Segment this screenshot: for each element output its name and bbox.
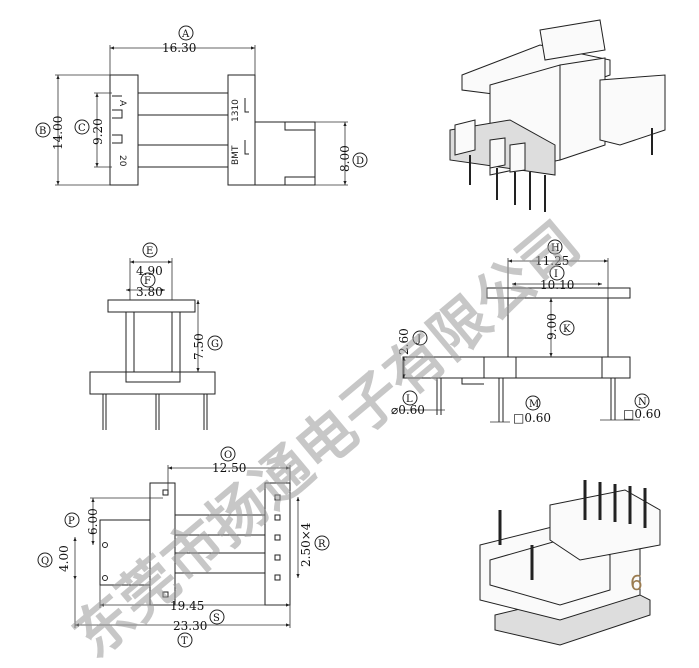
marking-code: 1310 xyxy=(231,99,241,122)
svg-text:C: C xyxy=(78,123,86,134)
dim-f-value: 3.80 xyxy=(136,285,163,299)
svg-text:N: N xyxy=(638,397,647,408)
marking-20: 20 xyxy=(117,155,127,167)
dim-r: R 2.50×4 xyxy=(299,522,330,567)
dim-e-value: 4.90 xyxy=(136,264,163,278)
dim-t-value: 23.30 xyxy=(173,619,207,633)
svg-text:K: K xyxy=(563,324,571,335)
dim-r-value: 2.50×4 xyxy=(299,522,313,567)
dim-f: F3.80 xyxy=(136,272,163,299)
dim-e: E 4.90 xyxy=(136,242,163,278)
dim-a-value: 16.30 xyxy=(162,41,196,55)
isometric-view-bottom xyxy=(479,480,661,646)
svg-text:I: I xyxy=(554,269,558,280)
dim-b-value: 14.00 xyxy=(51,116,65,150)
svg-text:L: L xyxy=(406,394,413,405)
dim-t: T 23.30 xyxy=(173,619,207,648)
dim-s-value: 19.45 xyxy=(170,599,204,613)
svg-text:F: F xyxy=(144,276,151,287)
dim-o-value: 12.50 xyxy=(212,461,246,475)
dim-h-value: 11.25 xyxy=(535,254,569,268)
top-view: A 20 1310 BMT xyxy=(55,45,348,186)
dim-i: I10.10 xyxy=(540,265,574,292)
svg-text:M: M xyxy=(529,399,539,410)
svg-text:O: O xyxy=(224,450,232,461)
dim-d: D 8.00 xyxy=(338,145,368,172)
side-view xyxy=(89,258,216,430)
dim-s: S 19.45 xyxy=(170,599,225,625)
dim-c-value: 9.20 xyxy=(91,118,105,145)
dim-a: A16.30 xyxy=(162,25,196,55)
dim-g: G 7.50 xyxy=(192,333,223,360)
dim-c: C 9.20 xyxy=(74,118,105,145)
isometric-view-top xyxy=(449,19,666,212)
dim-q: Q 4.00 xyxy=(37,545,71,572)
dim-j: J 2.60 xyxy=(397,328,428,355)
dim-n: N□0.60 xyxy=(623,393,661,421)
bottom-view xyxy=(73,465,300,628)
svg-text:J: J xyxy=(416,334,421,345)
dim-d-value: 8.00 xyxy=(338,145,352,172)
svg-text:E: E xyxy=(146,246,153,257)
svg-text:P: P xyxy=(68,516,75,527)
svg-text:R: R xyxy=(318,539,326,550)
dim-n-value: □0.60 xyxy=(623,407,661,421)
svg-text:S: S xyxy=(213,613,220,624)
dim-k: K 9.00 xyxy=(545,313,575,340)
svg-text:Q: Q xyxy=(41,556,49,567)
svg-text:B: B xyxy=(39,126,46,137)
dim-m: M□0.60 xyxy=(513,395,551,425)
dim-b: B 14.00 xyxy=(35,116,65,150)
dim-g-value: 7.50 xyxy=(192,333,206,360)
svg-text:T: T xyxy=(181,636,188,647)
dim-o: O12.50 xyxy=(212,446,246,475)
dim-l: L⌀0.60 xyxy=(391,390,425,417)
dim-l-value: ⌀0.60 xyxy=(391,403,425,417)
svg-text:H: H xyxy=(551,243,560,254)
svg-text:A: A xyxy=(181,29,190,40)
svg-text:D: D xyxy=(356,156,364,167)
marking-brand: BMT xyxy=(231,145,241,165)
dim-q-value: 4.00 xyxy=(57,545,71,572)
front-view xyxy=(400,258,640,423)
dim-i-value: 10.10 xyxy=(540,278,574,292)
marking-a: A xyxy=(117,100,127,107)
dim-j-value: 2.60 xyxy=(397,328,411,355)
svg-text:G: G xyxy=(211,339,219,350)
dim-h: H11.25 xyxy=(535,239,569,268)
dim-p-value: 6.00 xyxy=(86,508,100,535)
dim-k-value: 9.00 xyxy=(545,313,559,340)
page-number: 6 xyxy=(630,571,643,595)
dim-p: P 6.00 xyxy=(64,508,100,535)
dim-m-value: □0.60 xyxy=(513,411,551,425)
